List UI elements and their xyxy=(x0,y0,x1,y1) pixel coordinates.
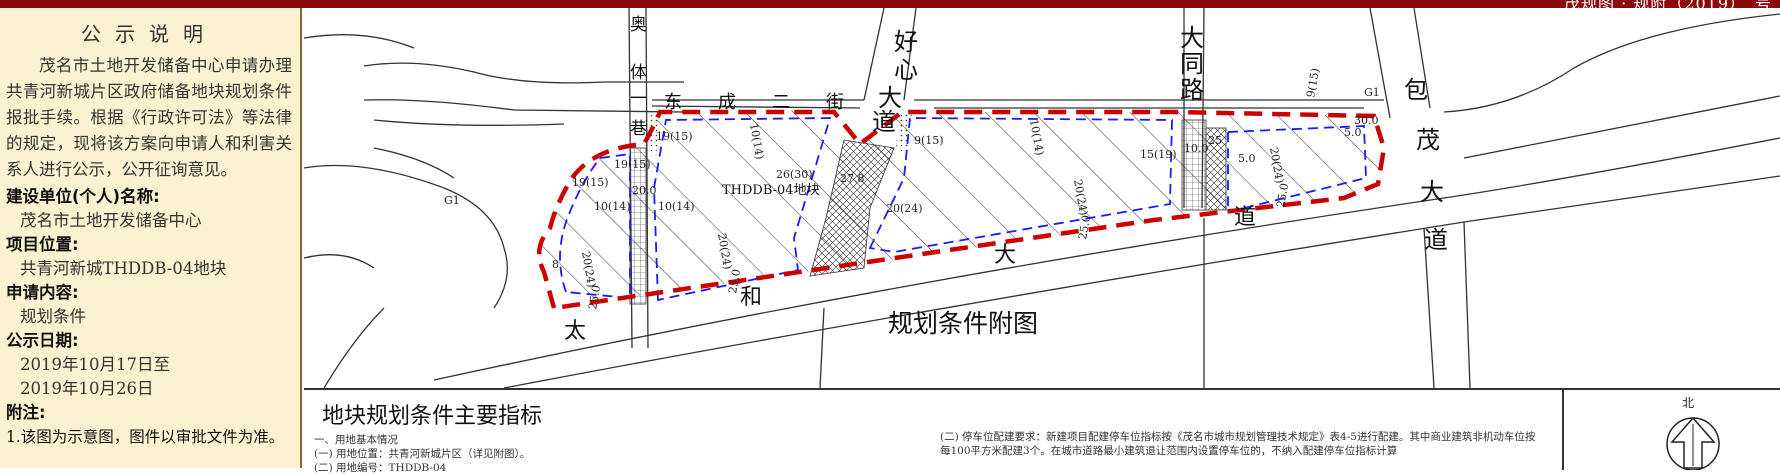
dim-mark: 10(14) xyxy=(658,200,695,213)
dim-mark: 15(19) xyxy=(1140,148,1177,161)
panel-intro-text: 茂名市土地开发储备中心申请办理共青河新城片区政府储备地块规划条件报批手续。根据《… xyxy=(6,56,292,179)
indicator-section: 地块规划条件主要指标 一、用地基本情况 (一) 用地位置：共青河新城片区（详见附… xyxy=(304,388,1780,474)
applicant-label: 建设单位(个人)名称: xyxy=(6,187,160,206)
note-text: 1.该图为示意图，图件以审批文件为准。 xyxy=(6,428,285,446)
dim-mark: 25.0 xyxy=(1076,214,1093,240)
parcel-boundary xyxy=(536,109,1387,311)
dim-mark: 10(14) xyxy=(747,122,766,160)
road-label-taihe-2: 和 xyxy=(740,285,762,310)
road-label-aoti-1: 奥 xyxy=(630,15,647,35)
notice-panel: 公示说明 茂名市土地开发储备中心申请办理共青河新城片区政府储备地块规划条件报批手… xyxy=(0,8,302,468)
road-label-baomao-2: 茂 xyxy=(1416,126,1440,154)
road-label-haoxin-1: 好 xyxy=(894,28,918,56)
green-strip-aoti xyxy=(629,147,647,305)
road-label-baomao-3: 大 xyxy=(1420,178,1444,206)
dim-mark: 19(15) xyxy=(614,158,651,171)
dim-mark: 19(15) xyxy=(656,130,693,143)
date-start-value: 2019年10月17日至 xyxy=(20,355,170,374)
setback-line-3 xyxy=(868,117,1173,253)
dim-mark: 25.0 xyxy=(726,268,743,294)
setback-line xyxy=(559,152,631,299)
dim-mark: 9(15) xyxy=(1304,67,1322,98)
road-label-aoti-3: 一 xyxy=(630,89,647,109)
location-label: 项目位置: xyxy=(6,235,79,254)
road-label-taihe-1: 太 xyxy=(564,319,586,344)
indicator-line: (一) 用地位置：共青河新城片区（详见附图）。 xyxy=(314,448,531,460)
dim-mark: 10(14) xyxy=(1027,118,1046,156)
dim-mark: 20(24) xyxy=(1071,178,1090,216)
applicant-value: 茂名市土地开发储备中心 xyxy=(20,211,202,230)
dim-mark: 10(14) xyxy=(594,200,631,213)
panel-title: 公示说明 xyxy=(81,22,217,46)
dim-mark: 20(24) xyxy=(886,202,923,215)
road-label-haoxin-3: 大 xyxy=(878,84,902,112)
dim-mark: 25.0 xyxy=(586,284,603,310)
road-label-taihe-4: 道 xyxy=(1234,205,1256,230)
corner-dots-1 xyxy=(644,114,660,158)
road-label-aoti-2: 体 xyxy=(630,63,647,83)
green-wedge-haoxin xyxy=(809,139,895,277)
crosshatch-right xyxy=(1205,127,1227,211)
location-value: 共青河新城THDDB-04地块 xyxy=(20,259,227,278)
parking-requirement-text: (二) 停车位配建要求：新建项目配建停车位指标按《茂名市城市规划管理技术规定》表… xyxy=(940,431,1536,457)
dim-mark: G1 xyxy=(1364,86,1380,99)
road-label-datong-3: 路 xyxy=(1180,76,1204,104)
date-end-value: 2019年10月26日 xyxy=(20,379,154,398)
dim-mark: 10.0 xyxy=(1184,142,1209,155)
north-label: 北 xyxy=(1682,396,1695,410)
road-label-dongcheng-2: 成 xyxy=(718,92,736,113)
document-number-text: 茂规图 · 规附（2019）_号 xyxy=(1564,0,1772,13)
road-label-dongcheng-4: 街 xyxy=(826,92,844,113)
dim-mark: 9(15) xyxy=(914,134,944,147)
dim-mark: 30.0 xyxy=(1354,114,1379,127)
dim-mark: G1 xyxy=(444,194,460,207)
road-label-baomao-1: 包 xyxy=(1404,76,1428,104)
content-label: 申请内容: xyxy=(6,283,79,302)
north-arrow-box: 北 xyxy=(1562,390,1780,470)
dim-mark: 27.8 xyxy=(840,172,865,185)
road-label-dongcheng-1: 东 xyxy=(664,92,682,113)
dim-mark: 25.0 xyxy=(1274,182,1291,208)
site-plan-map: 奥 体 一 巷 东 成 二 街 好 心 大 道 大 同 路 包 茂 大 道 太 … xyxy=(304,8,1780,388)
parcel-label: THDDB-04地块 xyxy=(722,183,820,198)
green-strip-datong xyxy=(1181,119,1207,211)
indicator-line: 一、用地基本情况 xyxy=(314,434,398,446)
map-caption: 规划条件附图 xyxy=(888,309,1038,338)
dim-mark: 20(24) xyxy=(579,250,598,288)
indicator-title: 地块规划条件主要指标 xyxy=(322,404,543,429)
dim-mark: 26(30) xyxy=(776,168,813,181)
road-label-aoti-4: 巷 xyxy=(630,119,647,139)
note-label: 附注: xyxy=(6,403,46,422)
top-banner: 茂规图 · 规附（2019）_号 xyxy=(0,0,1780,13)
road-label-datong-1: 大 xyxy=(1180,24,1204,52)
dim-mark: 20(24) xyxy=(1267,146,1286,184)
dim-mark: 5.0 xyxy=(1344,126,1362,139)
road-label-haoxin-2: 心 xyxy=(894,56,918,84)
dim-mark: 25 xyxy=(1208,134,1222,147)
date-label: 公示日期: xyxy=(6,331,79,350)
road-label-taihe-3: 大 xyxy=(994,243,1016,268)
parcel-hatch xyxy=(541,110,1384,308)
dim-mark: 19(15) xyxy=(572,176,609,189)
road-label-haoxin-4: 道 xyxy=(872,108,896,136)
dim-mark: 8 xyxy=(552,258,559,271)
dim-mark: 5.0 xyxy=(1238,152,1256,165)
north-arrow-icon xyxy=(1666,416,1720,470)
content-value: 规划条件 xyxy=(20,307,86,326)
road-label-datong-2: 同 xyxy=(1180,50,1204,78)
road-label-dongcheng-3: 二 xyxy=(772,92,790,113)
dim-mark: 20(24) xyxy=(715,232,734,270)
road-label-baomao-4: 道 xyxy=(1424,226,1448,254)
setback-line-4 xyxy=(1227,125,1367,214)
dim-mark: 20.0 xyxy=(632,184,657,197)
